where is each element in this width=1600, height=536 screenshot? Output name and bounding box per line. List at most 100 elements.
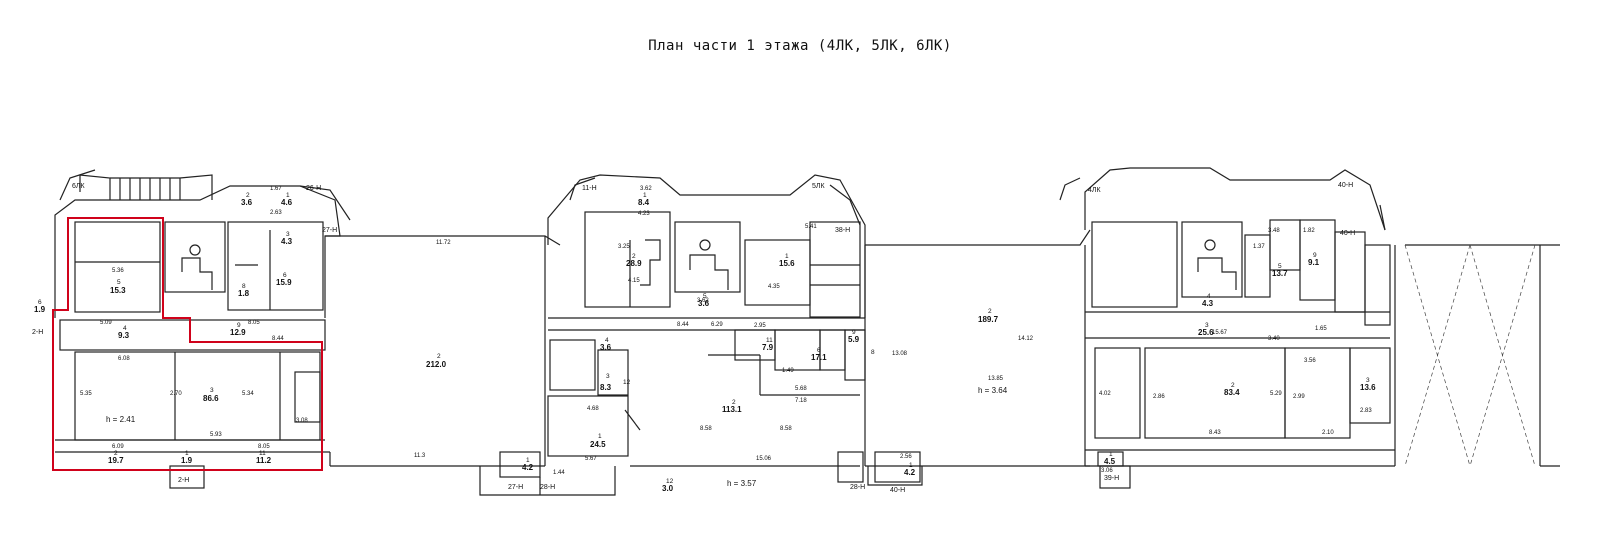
plan-label: 25.6: [1198, 328, 1214, 337]
room-5: 5 15.3: [110, 279, 126, 295]
plan-label: 8: [871, 349, 875, 356]
plan-label: 5.9: [848, 335, 860, 344]
plan-label: 4.3: [1202, 299, 1214, 308]
exit-28h-b: 28-Н: [850, 484, 865, 491]
plan-label: 6: [283, 272, 287, 279]
room-4a: 4 9.3: [118, 325, 130, 340]
plan-label: 2: [732, 399, 736, 406]
plan-label: 6.29: [711, 322, 723, 328]
plan-label: 3.48: [1268, 228, 1280, 234]
exit-40h-top: 40-Н: [1338, 182, 1353, 189]
plan-label: 2.56: [900, 454, 912, 460]
exit-38h: 38-Н: [835, 227, 850, 234]
plan-label: 13.85: [988, 376, 1004, 382]
plan-label: 2.95: [754, 323, 766, 329]
room-8a: 8 1.8: [238, 283, 250, 298]
plan-label: 19.7: [108, 456, 124, 465]
plan-label: 1.65: [1315, 326, 1327, 332]
plan-label: 1.9: [34, 305, 46, 314]
plan-label: 4.15: [628, 278, 640, 284]
plan-label: 1: [598, 433, 602, 440]
plan-label: 2: [437, 353, 441, 360]
plan-label: 9: [237, 322, 241, 329]
plan-label: 5.36: [112, 268, 124, 274]
plan-label: 11.72: [436, 240, 451, 246]
plan-label: 4.5: [1104, 457, 1116, 466]
room-2c: 2 28.9: [626, 253, 642, 268]
room-2a: 2 19.7: [108, 450, 124, 465]
plan-label: 3: [286, 231, 290, 238]
exit-26h: 26-Н: [306, 185, 321, 192]
plan-label: 4.02: [1099, 391, 1111, 397]
plan-label: 3.0: [662, 484, 674, 493]
plan-label: 9.1: [1308, 258, 1320, 267]
stair-label-5lk: 5ЛК: [812, 183, 825, 190]
room-5c: 5 13.7: [1272, 263, 1288, 278]
plan-label: 17.1: [811, 353, 827, 362]
plan-label: 8.05: [258, 444, 270, 450]
room-1a: 1 1.9: [181, 450, 193, 465]
plan-label: 15.6: [779, 259, 795, 268]
plan-label: 5: [703, 293, 707, 300]
plan-label: 13.7: [1272, 269, 1288, 278]
exit-27h-bottom: 27-Н: [508, 484, 523, 491]
room-12: 12: [623, 379, 631, 386]
plan-label: 5.34: [242, 391, 254, 397]
plan-label: 3.25: [618, 244, 630, 250]
plan-label: 3.6: [698, 299, 710, 308]
plan-label: 4.3: [281, 237, 293, 246]
plan-label: 13.08: [892, 351, 908, 357]
plan-label: 8: [242, 283, 246, 290]
room-3a: 3 86.6: [203, 387, 219, 403]
exit-2h-bottom: 2-Н: [178, 477, 189, 484]
height-label-2: h = 3.64: [978, 386, 1008, 395]
plan-label: 6: [38, 299, 42, 306]
plan-label: 113.1: [722, 405, 742, 414]
room-8b: 8: [871, 349, 875, 356]
room-1e: 1 4.2: [522, 457, 534, 472]
plan-label: 3.56: [1304, 358, 1316, 364]
plan-label: 5: [117, 279, 121, 286]
plan-label: 3: [606, 373, 610, 380]
plan-label: 1: [185, 450, 189, 457]
room-1b: 1 4.6: [281, 192, 293, 207]
plan-label: 1.44: [553, 470, 565, 476]
room-2d: 2 113.1: [722, 399, 742, 414]
plan-label: 12.9: [230, 328, 246, 337]
plan-label: 12: [666, 478, 674, 485]
plan-label: 2.10: [1322, 430, 1334, 436]
plan-label: 2.70: [170, 391, 182, 397]
room-6c: 6 17.1: [811, 347, 827, 362]
plan-label: 11.2: [256, 456, 272, 465]
plan-label: 4: [123, 325, 127, 332]
plan-label: 1: [909, 462, 913, 469]
plan-label: 6.09: [112, 444, 124, 450]
room-6b: 6 1.9: [34, 299, 46, 314]
plan-label: 6.08: [118, 356, 130, 362]
plan-label: 1.9: [181, 456, 193, 465]
plan-label: 2.86: [1153, 394, 1165, 400]
room-9b: 9 5.9: [848, 329, 860, 344]
exit-27h-top: 27-Н: [322, 227, 337, 234]
plan-label: 7.18: [795, 398, 807, 404]
room-big2: 2 189.7: [978, 308, 999, 324]
plan-label: 4.68: [587, 406, 599, 412]
plan-label: 1: [526, 457, 530, 464]
plan-label: 2.99: [1293, 394, 1305, 400]
plan-label: 1: [785, 253, 789, 260]
plan-label: 4: [605, 337, 609, 344]
plan-label: 5.09: [100, 320, 112, 326]
plan-label: 8.44: [272, 336, 284, 342]
plan-label: 1.37: [1253, 244, 1265, 250]
plan-label: 8.3: [600, 383, 612, 392]
plan-label: 2.83: [1360, 408, 1372, 414]
stair-label-4lk: 4ЛК: [1088, 187, 1101, 194]
room-11b: 11 7.9: [762, 337, 774, 352]
room-11a: 11 11.2: [256, 450, 272, 465]
plan-label: 4.6: [281, 198, 293, 207]
plan-label: 83.4: [1224, 388, 1240, 397]
plan-label: 5.68: [795, 386, 807, 392]
plan-label: 5.41: [805, 224, 817, 230]
room-6a: 6 15.9: [276, 272, 292, 287]
plan-label: 2: [246, 192, 250, 199]
